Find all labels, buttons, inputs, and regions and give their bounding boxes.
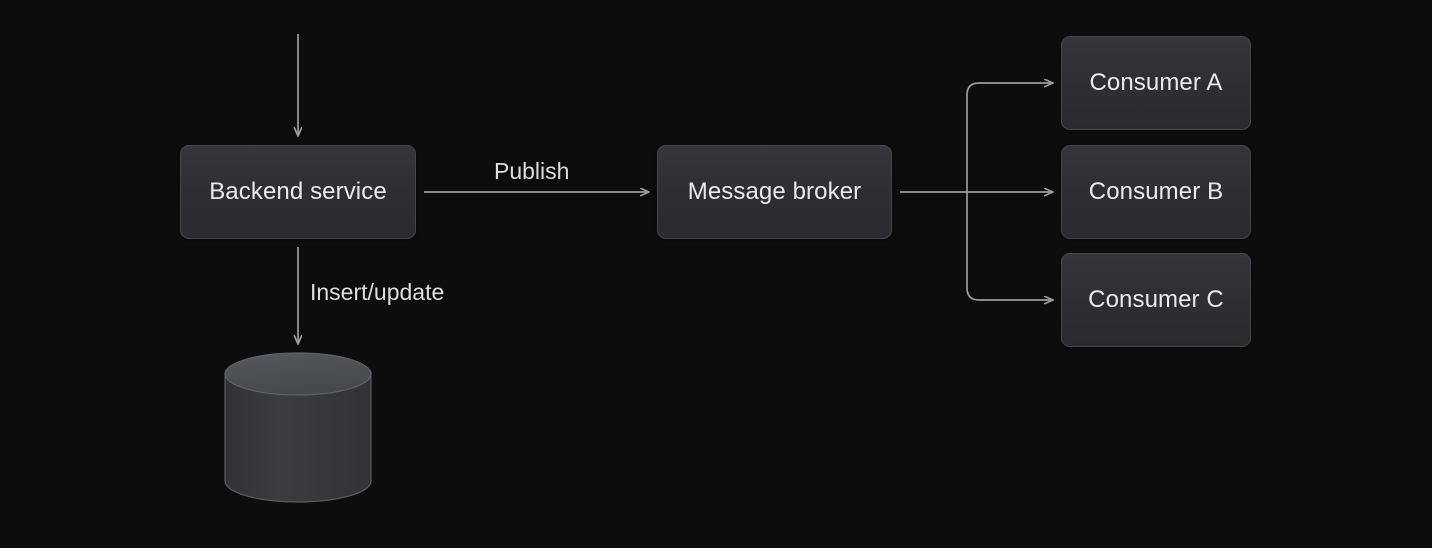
node-message-broker[interactable]: Message broker <box>657 145 892 239</box>
node-consumer-b[interactable]: Consumer B <box>1061 145 1251 239</box>
node-consumer-a-label: Consumer A <box>1089 69 1223 96</box>
node-message-broker-label: Message broker <box>687 178 862 205</box>
edge-label-publish: Publish <box>494 158 570 184</box>
node-backend-service-label: Backend service <box>209 178 387 205</box>
node-backend-service[interactable]: Backend service <box>180 145 416 239</box>
database-body <box>224 373 372 503</box>
node-database-cylinder[interactable] <box>224 352 372 503</box>
database-top <box>224 352 372 396</box>
node-consumer-b-label: Consumer B <box>1088 178 1224 205</box>
edge-label-insert-update: Insert/update <box>310 279 445 305</box>
node-consumer-a[interactable]: Consumer A <box>1061 36 1251 130</box>
node-consumer-c[interactable]: Consumer C <box>1061 253 1251 347</box>
edge-broker-to-consumer-c <box>966 191 1053 300</box>
edge-broker-to-consumer-a <box>966 83 1053 193</box>
node-consumer-c-label: Consumer C <box>1088 286 1224 313</box>
